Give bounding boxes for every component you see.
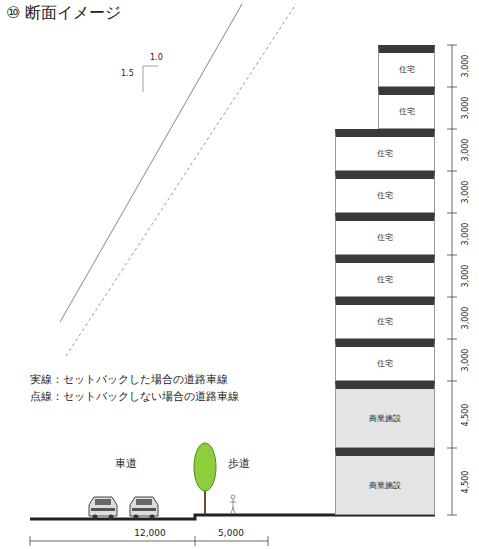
person-figure	[230, 495, 236, 514]
slope-value: 1.0	[150, 54, 163, 63]
floor-use: 商業施設	[369, 413, 401, 424]
floor-use: 住宅	[377, 232, 393, 243]
floor-use: 住宅	[377, 148, 393, 159]
residential-floor: 住宅	[335, 339, 435, 381]
dimension-value: 12,000	[134, 529, 166, 539]
dimension-value: 3,000	[462, 348, 471, 373]
tree-crown	[194, 443, 216, 491]
floor-use: 住宅	[377, 274, 393, 285]
dimension-value: 3,000	[462, 306, 471, 331]
residential-floor: 住宅	[335, 255, 435, 297]
slope-value: 1.5	[121, 70, 134, 79]
dimension-value: 3,000	[462, 264, 471, 289]
line-note: 実線：セットバックした場合の道路車線	[30, 374, 228, 386]
diagram-title: ⑩ 断面イメージ	[6, 3, 121, 24]
residential-floor: 住宅	[335, 213, 435, 255]
dimension-value: 3,000	[462, 96, 471, 121]
floor-use: 住宅	[377, 190, 393, 201]
dimension-value: 5,000	[218, 529, 244, 539]
floor-use: 住宅	[377, 358, 393, 369]
residential-floor: 住宅	[335, 171, 435, 213]
commercial-floor: 商業施設	[335, 448, 435, 515]
dimension-line	[447, 45, 457, 515]
car-icon	[89, 497, 117, 520]
area-label: 歩道	[228, 458, 250, 470]
dimension-value: 3,000	[462, 222, 471, 247]
floor-use: 商業施設	[369, 480, 401, 491]
area-label: 車道	[115, 458, 137, 470]
commercial-floor: 商業施設	[335, 381, 435, 448]
dimension-value: 3,000	[462, 180, 471, 205]
residential-floor: 住宅	[378, 45, 435, 87]
floor-use: 住宅	[399, 64, 415, 75]
dimension-value: 4,500	[462, 469, 471, 494]
residential-floor: 住宅	[335, 129, 435, 171]
floor-use: 住宅	[399, 106, 415, 117]
line-note: 点線：セットバックしない場合の道路車線	[30, 391, 239, 403]
dimension-value: 4,500	[462, 402, 471, 427]
no-setback-line	[66, 4, 296, 356]
slope-triangle	[143, 66, 158, 92]
floor-use: 住宅	[377, 316, 393, 327]
residential-floor: 住宅	[335, 297, 435, 339]
setback-line	[60, 4, 242, 322]
car-icon	[130, 497, 158, 520]
dimension-value: 3,000	[462, 54, 471, 79]
residential-floor: 住宅	[378, 87, 435, 129]
dimension-value: 3,000	[462, 138, 471, 163]
